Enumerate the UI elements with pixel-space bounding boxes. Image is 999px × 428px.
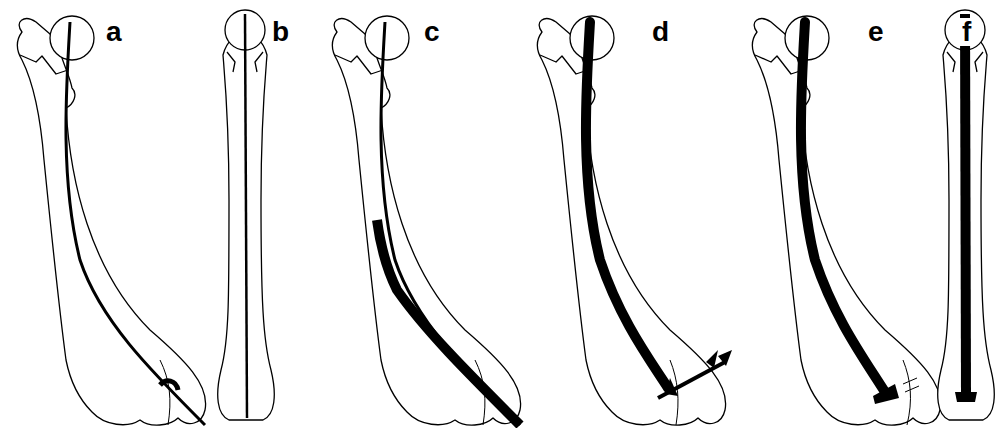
figure-letter: b	[270, 18, 291, 46]
femur-c	[333, 16, 521, 425]
femur-d	[538, 16, 733, 425]
figure-letter: a	[104, 18, 124, 46]
femur-a	[18, 16, 206, 425]
femur-b	[218, 10, 275, 420]
figure-letter: d	[650, 18, 671, 46]
femur-e	[753, 16, 941, 425]
femur-f	[938, 10, 995, 420]
figure-letter: e	[866, 18, 886, 46]
figure-letter: f	[960, 18, 973, 46]
figure-letter: c	[422, 18, 442, 46]
